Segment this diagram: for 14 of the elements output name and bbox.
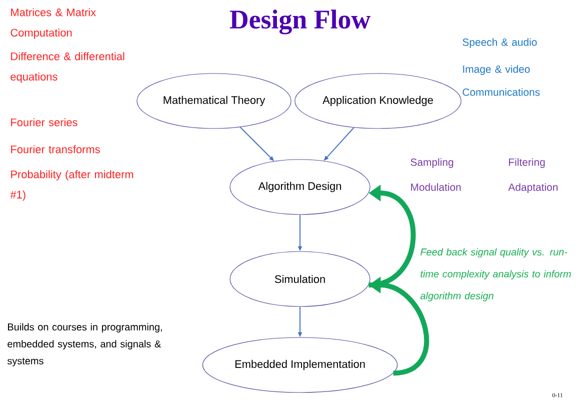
topic-list-item: Fourier transforms xyxy=(11,145,100,154)
algorithm-item: Adaptation xyxy=(508,183,558,193)
application-item: Speech & audio xyxy=(462,38,537,48)
topic-list-item: Matrices & Matrix Computation xyxy=(10,8,96,39)
algorithm-item: Modulation xyxy=(411,183,461,191)
algorithm-item: Filtering xyxy=(509,158,545,168)
application-item: Image & video xyxy=(463,65,530,75)
topic-list-item: Probability (after midterm #1) xyxy=(10,170,134,201)
prerequisite-note: Builds on courses in programming, embedded systems, and signals & systems xyxy=(7,323,162,366)
algorithm-item: Sampling xyxy=(410,158,454,168)
feedback-note: Feed back signal quality vs. run-time complexity analysis to inform algorithm design xyxy=(420,248,571,302)
topic-list-item: Difference & differential equations xyxy=(10,52,124,83)
title: Design Flow xyxy=(230,10,370,34)
topic-list-item: Fourier series xyxy=(11,118,78,126)
